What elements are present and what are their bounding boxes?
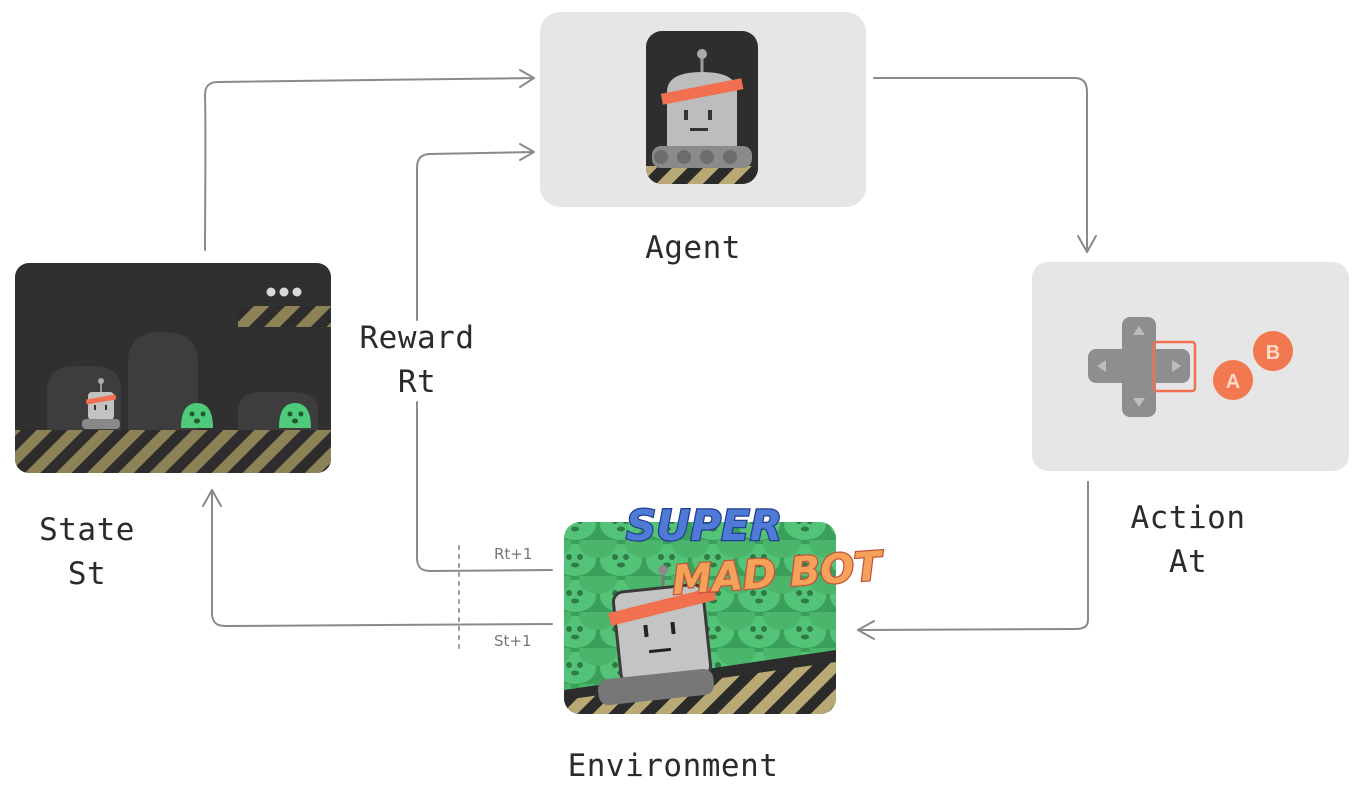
arrow-action-to-environment [857, 481, 1089, 640]
reward-subscript-text: Rt [397, 364, 437, 400]
next-reward-text: Rt+1 [494, 545, 533, 563]
svg-text:B: B [1266, 342, 1280, 364]
arrow-agent-to-action [873, 77, 1097, 253]
environment-robot-icon [597, 565, 717, 706]
action-panel [1032, 262, 1349, 471]
button-b-icon: B [1253, 331, 1293, 371]
connector-arrows [202, 69, 1097, 649]
reward-label: Reward Rt [330, 316, 504, 404]
next-state-text: St+1 [494, 632, 532, 650]
environment-label-text: Environment [567, 748, 779, 784]
state-robot-icon [82, 378, 120, 429]
action-node: A B [1032, 262, 1349, 471]
agent-label: Agent [580, 226, 806, 270]
slime-enemy-icon [279, 403, 311, 428]
next-state-label: St+1 [494, 632, 532, 650]
environment-game-cover [564, 522, 836, 714]
arrow-environment-reward-out [416, 401, 553, 572]
action-label: Action At [1110, 496, 1266, 584]
action-label-text: Action [1130, 500, 1246, 536]
state-node [15, 263, 331, 473]
state-subscript-text: St [67, 556, 107, 592]
environment-node: SUPER MAD BOT [564, 500, 887, 714]
next-reward-label: Rt+1 [494, 545, 532, 563]
agent-node [540, 12, 866, 207]
dpad-right-highlight [1152, 340, 1197, 393]
state-ground [15, 430, 331, 473]
svg-text:SUPER: SUPER [626, 501, 782, 550]
reward-label-text: Reward [359, 320, 475, 356]
arrow-reward-to-agent [416, 143, 535, 321]
dpad-icon [1088, 317, 1197, 417]
button-a-icon: A [1213, 360, 1253, 400]
svg-text:A: A [1226, 371, 1240, 393]
state-upper-platform [238, 306, 331, 327]
agent-label-text: Agent [645, 230, 741, 266]
state-label: State St [15, 508, 159, 596]
arrow-environment-state-to-state [202, 489, 553, 627]
agent-robot-icon [646, 31, 758, 184]
arrow-state-to-agent [204, 69, 535, 251]
action-subscript-text: At [1168, 544, 1208, 580]
slime-enemy-icon [181, 403, 213, 428]
state-label-text: State [39, 512, 135, 548]
environment-label: Environment [540, 744, 806, 788]
